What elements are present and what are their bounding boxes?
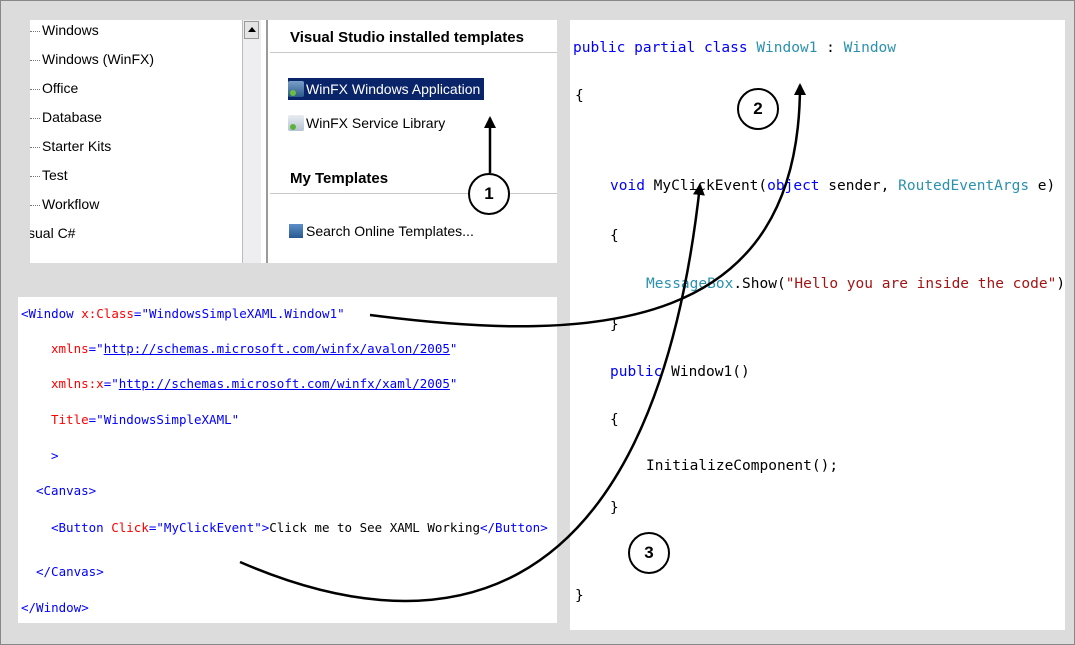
template-label: WinFX Windows Application — [306, 81, 481, 97]
template-label: WinFX Service Library — [306, 115, 446, 131]
template-winfx-service-library[interactable]: WinFX Service Library — [288, 112, 445, 134]
tree-item-test[interactable]: Test — [30, 167, 68, 191]
installed-templates-heading: Visual Studio installed templates — [290, 29, 524, 46]
xaml-line-button: <Button Click="MyClickEvent">Click me to… — [51, 520, 548, 535]
tree-item-database[interactable]: Database — [30, 109, 102, 133]
tree-item-workflow[interactable]: Workflow — [30, 196, 99, 220]
heading-rule — [270, 52, 557, 53]
cs-line-method-brace-open: { — [610, 228, 619, 244]
project-types-tree: Windows Windows (WinFX) Office Database … — [30, 20, 240, 263]
search-online-templates[interactable]: Search Online Templates... — [288, 220, 474, 242]
my-templates-heading: My Templates — [290, 170, 389, 187]
xaml-line-canvas-open: <Canvas> — [36, 483, 97, 498]
template-winfx-windows-application[interactable]: WinFX Windows Application — [288, 78, 485, 100]
tree-item-windows[interactable]: Windows — [30, 22, 99, 46]
tree-scrollbar[interactable] — [242, 20, 261, 263]
cs-line-class-decl: public partial class Window1 : Window — [573, 40, 897, 56]
tree-item-label: sual C# — [30, 225, 76, 241]
cs-line-messagebox: MessageBox.Show("Hello you are inside th… — [646, 276, 1065, 292]
xaml-line-window-open: <Window x:Class="WindowsSimpleXAML.Windo… — [21, 306, 345, 321]
tree-item-label: Office — [42, 80, 79, 96]
tree-item-label: Windows — [42, 22, 99, 38]
xaml-line-canvas-close: </Canvas> — [36, 564, 104, 579]
xaml-line-title: Title="WindowsSimpleXAML" — [51, 412, 240, 427]
app-template-icon — [288, 81, 304, 97]
xaml-code-panel: <Window x:Class="WindowsSimpleXAML.Windo… — [18, 297, 557, 623]
tree-item-starter-kits[interactable]: Starter Kits — [30, 138, 111, 162]
cs-line-ctor-brace-open: { — [610, 412, 619, 428]
xmlns-link[interactable]: http://schemas.microsoft.com/winfx/avalo… — [103, 341, 450, 356]
cs-line-class-brace-open: { — [575, 88, 584, 104]
cs-line-method-brace-close: } — [610, 317, 619, 333]
pane-divider[interactable] — [266, 20, 268, 263]
xaml-line-window-close: </Window> — [21, 600, 89, 615]
cs-line-initialize: InitializeComponent(); — [646, 458, 839, 474]
scroll-up-arrow-icon[interactable] — [244, 21, 259, 39]
cs-line-class-brace-close: } — [575, 588, 584, 604]
cs-line-ctor-brace-close: } — [610, 500, 619, 516]
library-template-icon — [288, 115, 304, 131]
tree-item-label: Database — [42, 109, 102, 125]
callout-3: 3 — [628, 532, 670, 574]
online-search-icon — [288, 223, 304, 239]
callout-1: 1 — [468, 173, 510, 215]
xmlns-x-link[interactable]: http://schemas.microsoft.com/winfx/xaml/… — [118, 376, 450, 391]
cs-line-constructor: public Window1() — [610, 364, 750, 380]
xaml-line-close-bracket: > — [51, 448, 59, 463]
tree-item-label: Starter Kits — [42, 138, 112, 154]
tree-item-windows-winfx[interactable]: Windows (WinFX) — [30, 51, 154, 75]
tree-item-label: Test — [42, 167, 68, 183]
template-label: Search Online Templates... — [306, 223, 474, 239]
new-project-dialog-fragment: Windows Windows (WinFX) Office Database … — [30, 20, 557, 263]
tree-item-label: Workflow — [42, 196, 100, 212]
heading-rule — [270, 193, 557, 194]
tree-item-visual-csharp[interactable]: sual C# — [30, 225, 75, 249]
xaml-line-xmlns-x: xmlns:x="http://schemas.microsoft.com/wi… — [51, 376, 458, 391]
cs-line-method-decl: void MyClickEvent(object sender, RoutedE… — [610, 178, 1056, 194]
callout-2: 2 — [737, 88, 779, 130]
xaml-line-xmlns: xmlns="http://schemas.microsoft.com/winf… — [51, 341, 458, 356]
tree-item-office[interactable]: Office — [30, 80, 78, 104]
tree-item-label: Windows (WinFX) — [42, 51, 155, 67]
